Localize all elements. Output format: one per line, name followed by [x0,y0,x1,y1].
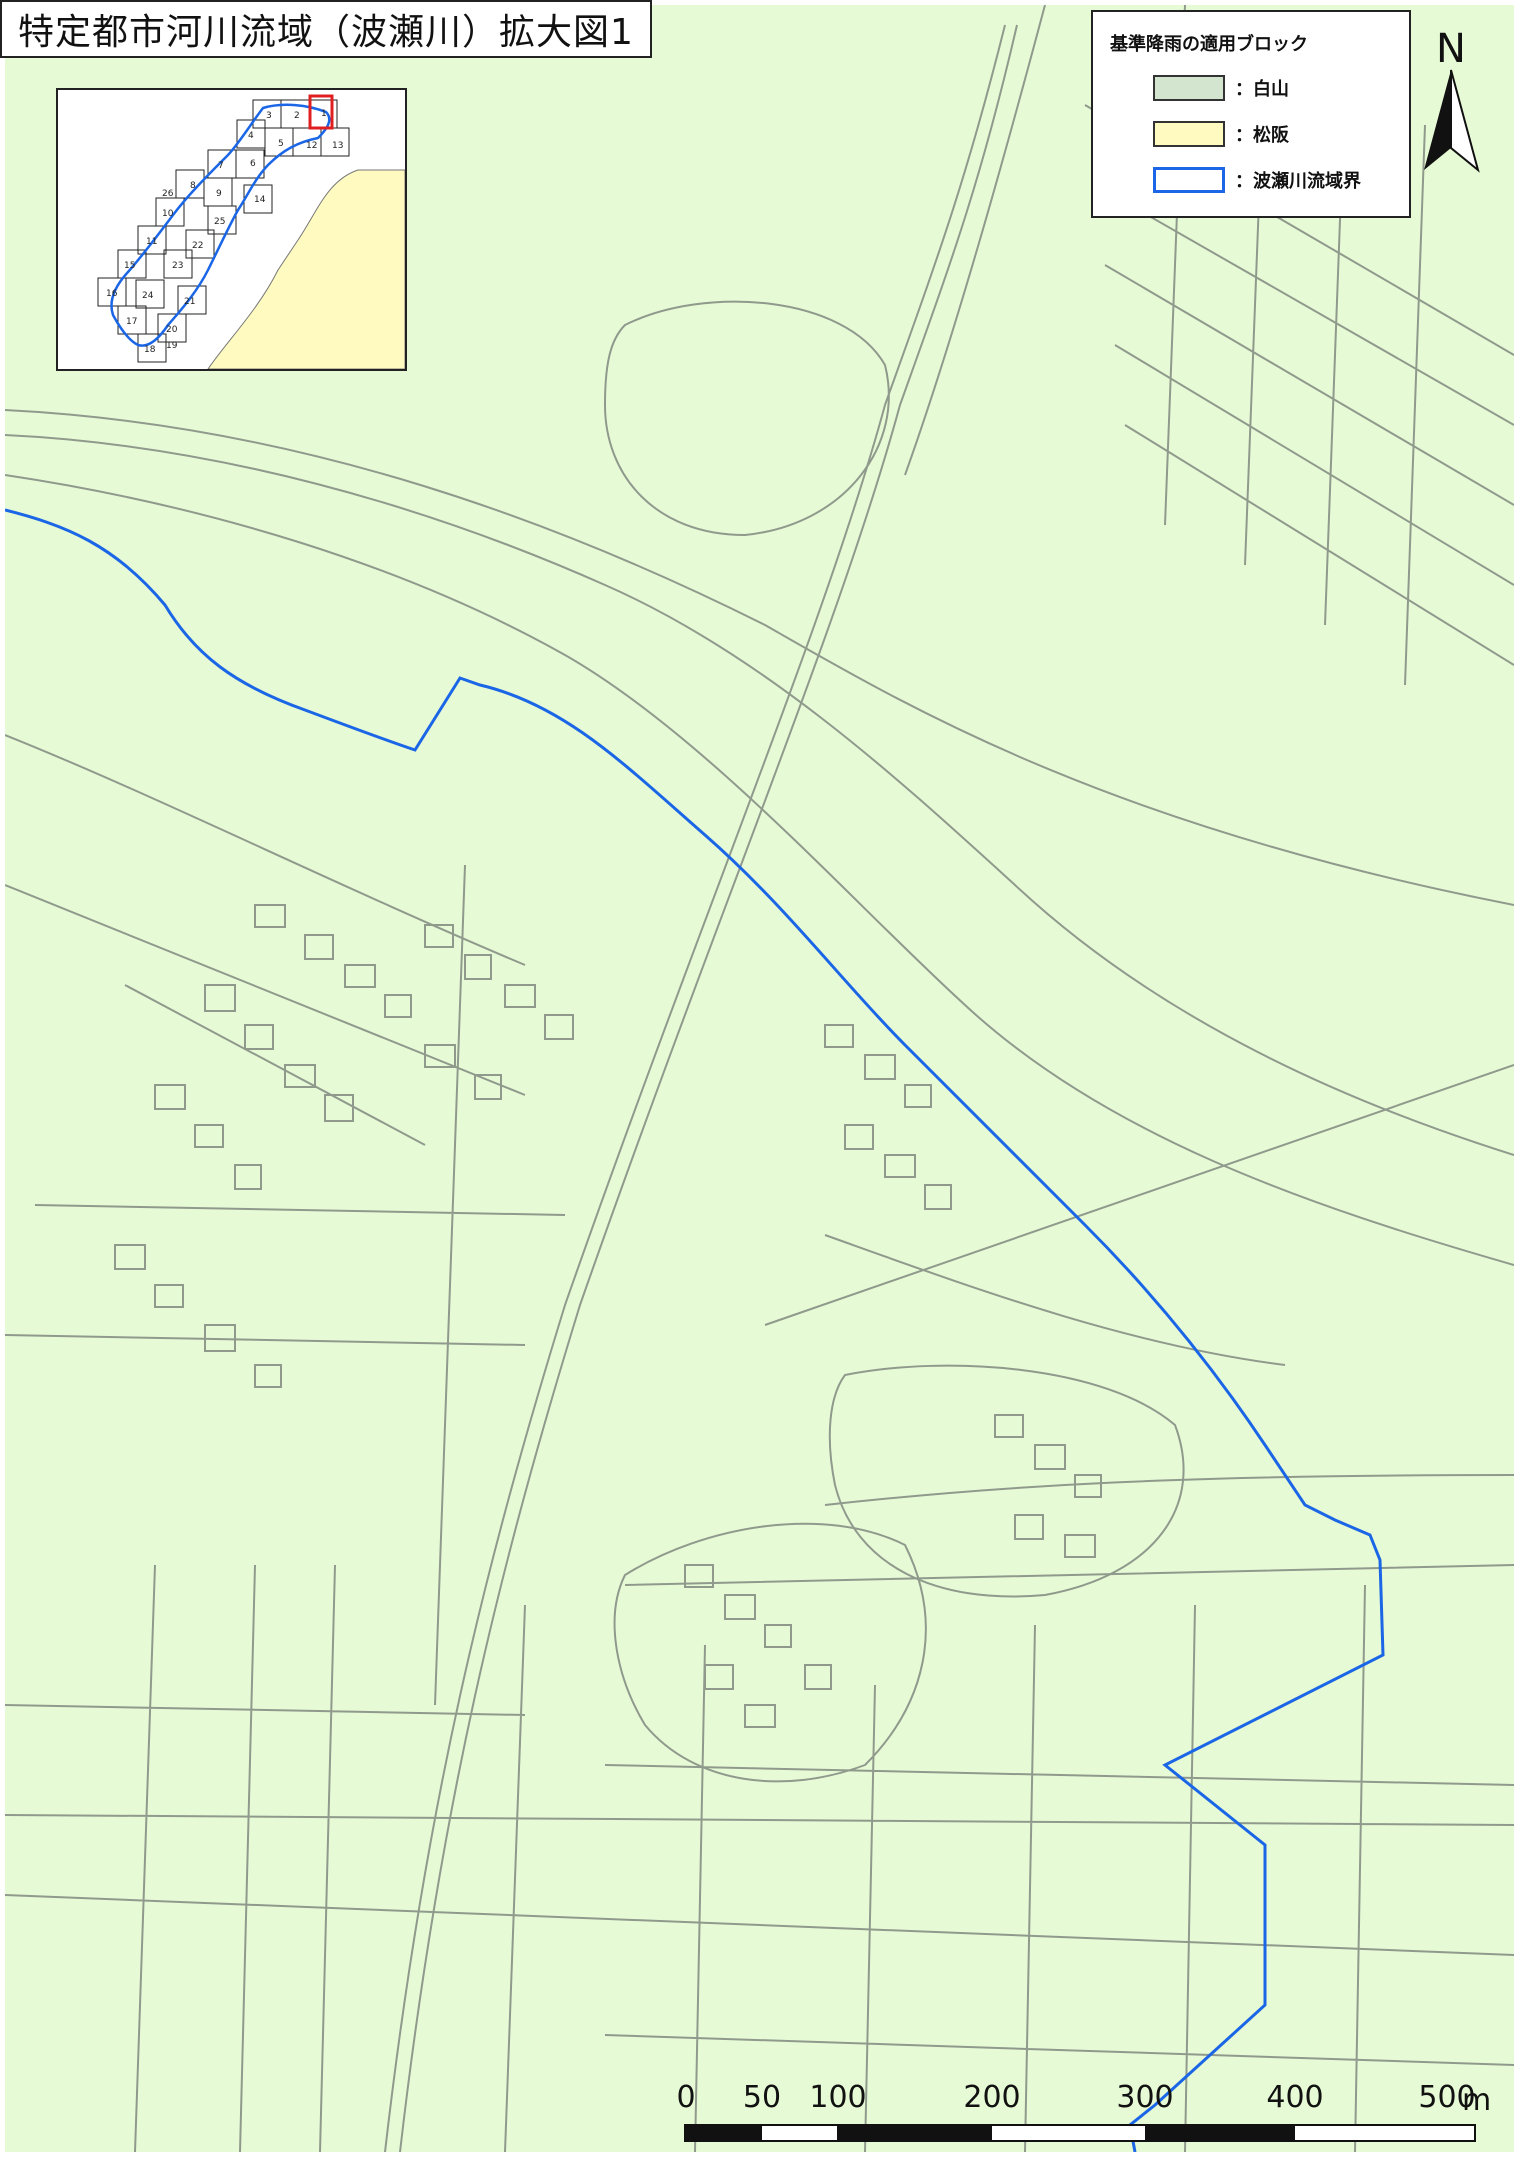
inset-map[interactable]: 1 2 3 4 5 6 7 8 9 10 11 12 13 14 15 16 1… [56,88,407,371]
legend-item-matsusaka: ：松阪 [1153,118,1289,150]
legend-label-matsusaka: ：松阪 [1235,125,1289,146]
inset-tile-13: 13 [332,141,343,151]
inset-tile-7: 7 [218,161,224,171]
town-roads-west [5,734,566,1706]
scale-tick-0: 0 [676,2080,696,2115]
legend: 基準降雨の適用ブロック ：白山 ：松阪 ：波瀬川流域界 [1091,10,1411,218]
scale-tick-200: 200 [963,2080,1021,2115]
legend-item-hakusan: ：白山 [1153,72,1289,104]
north-arrow-icon [1424,69,1480,173]
scale-seg-0-50 [685,2125,762,2141]
map-title-text: 特定都市河川流域（波瀬川）拡大図1 [18,12,634,53]
legend-item-watershed: ：波瀬川流域界 [1153,164,1361,196]
scale-tick-500: 500 [1418,2080,1476,2115]
inset-tile-21: 21 [184,297,195,307]
river-bank-north [5,474,1514,1266]
inset-tile-3: 3 [266,111,272,121]
railway-line-parallel [399,24,1018,2152]
scale-bar-labels: 0 50 100 200 300 400 500 [0,2080,1519,2120]
base-map[interactable] [5,5,1514,2152]
inset-tile-17: 17 [126,317,137,327]
village-south [613,1522,927,1783]
railway-line [384,24,1006,2152]
inset-tile-8: 8 [190,181,196,191]
scale-unit: m [1462,2083,1492,2118]
inset-tile-15: 15 [124,261,135,271]
inset-tile-25: 25 [214,217,225,227]
inset-tile-12: 12 [306,141,317,151]
inset-tile-20: 20 [166,325,178,335]
inset-tile-6: 6 [250,159,256,169]
inset-tile-14: 14 [254,195,266,205]
legend-swatch-hakusan [1153,75,1225,101]
inset-tile-9: 9 [216,189,222,199]
inset-tile-11: 11 [146,237,157,247]
north-label: N [1436,26,1466,72]
farm-grid-north [1084,5,1514,686]
inset-tile-10: 10 [162,209,174,219]
legend-label-hakusan: ：白山 [1235,79,1289,100]
inset-watershed-boundary [110,103,331,347]
scale-tick-300: 300 [1116,2080,1174,2115]
inset-tile-1: 1 [321,109,327,119]
inset-tile-23: 23 [172,261,183,271]
legend-swatch-matsusaka [1153,121,1225,147]
scale-seg-100-200 [837,2125,992,2141]
inset-tile-labels: 1 2 3 4 5 6 7 8 9 10 11 12 13 14 15 16 1… [106,109,343,355]
inset-matsusaka-land [207,169,405,369]
inset-tile-24: 24 [142,291,154,301]
town-buildings [114,904,1102,1728]
inset-tile-18: 18 [144,345,156,355]
scale-tick-400: 400 [1266,2080,1324,2115]
inset-tile-19: 19 [166,341,178,351]
river-bank-south [5,434,1514,1156]
levee-road [5,409,1514,906]
farm-grid-south [5,1564,1514,2152]
inset-tile-26: 26 [162,189,174,199]
scale-tick-100: 100 [809,2080,867,2115]
inset-tile-5: 5 [278,139,284,149]
inset-highlight-tile [308,94,334,130]
inset-map-svg: 1 2 3 4 5 6 7 8 9 10 11 12 13 14 15 16 1… [58,90,405,369]
legend-swatch-watershed [1153,167,1225,193]
watershed-boundary [5,508,1385,2152]
road-network [5,5,1514,2152]
inset-tile-16: 16 [106,289,118,299]
inset-tile-2: 2 [294,111,300,121]
scale-seg-300-400 [1145,2125,1295,2141]
inset-tile-4: 4 [248,131,254,141]
legend-label-watershed: ：波瀬川流域界 [1235,171,1361,192]
scale-tick-50: 50 [742,2080,782,2115]
map-title: 特定都市河川流域（波瀬川）拡大図1 [0,0,652,58]
village-east [828,1364,1185,1598]
legend-title: 基準降雨の適用ブロック [1110,34,1308,55]
inset-tile-22: 22 [192,241,203,251]
inset-grid [97,99,350,363]
scale-bar [684,2124,1476,2142]
main-roads [5,1064,1514,1956]
reservoir [603,300,890,537]
expressway [904,5,1046,476]
